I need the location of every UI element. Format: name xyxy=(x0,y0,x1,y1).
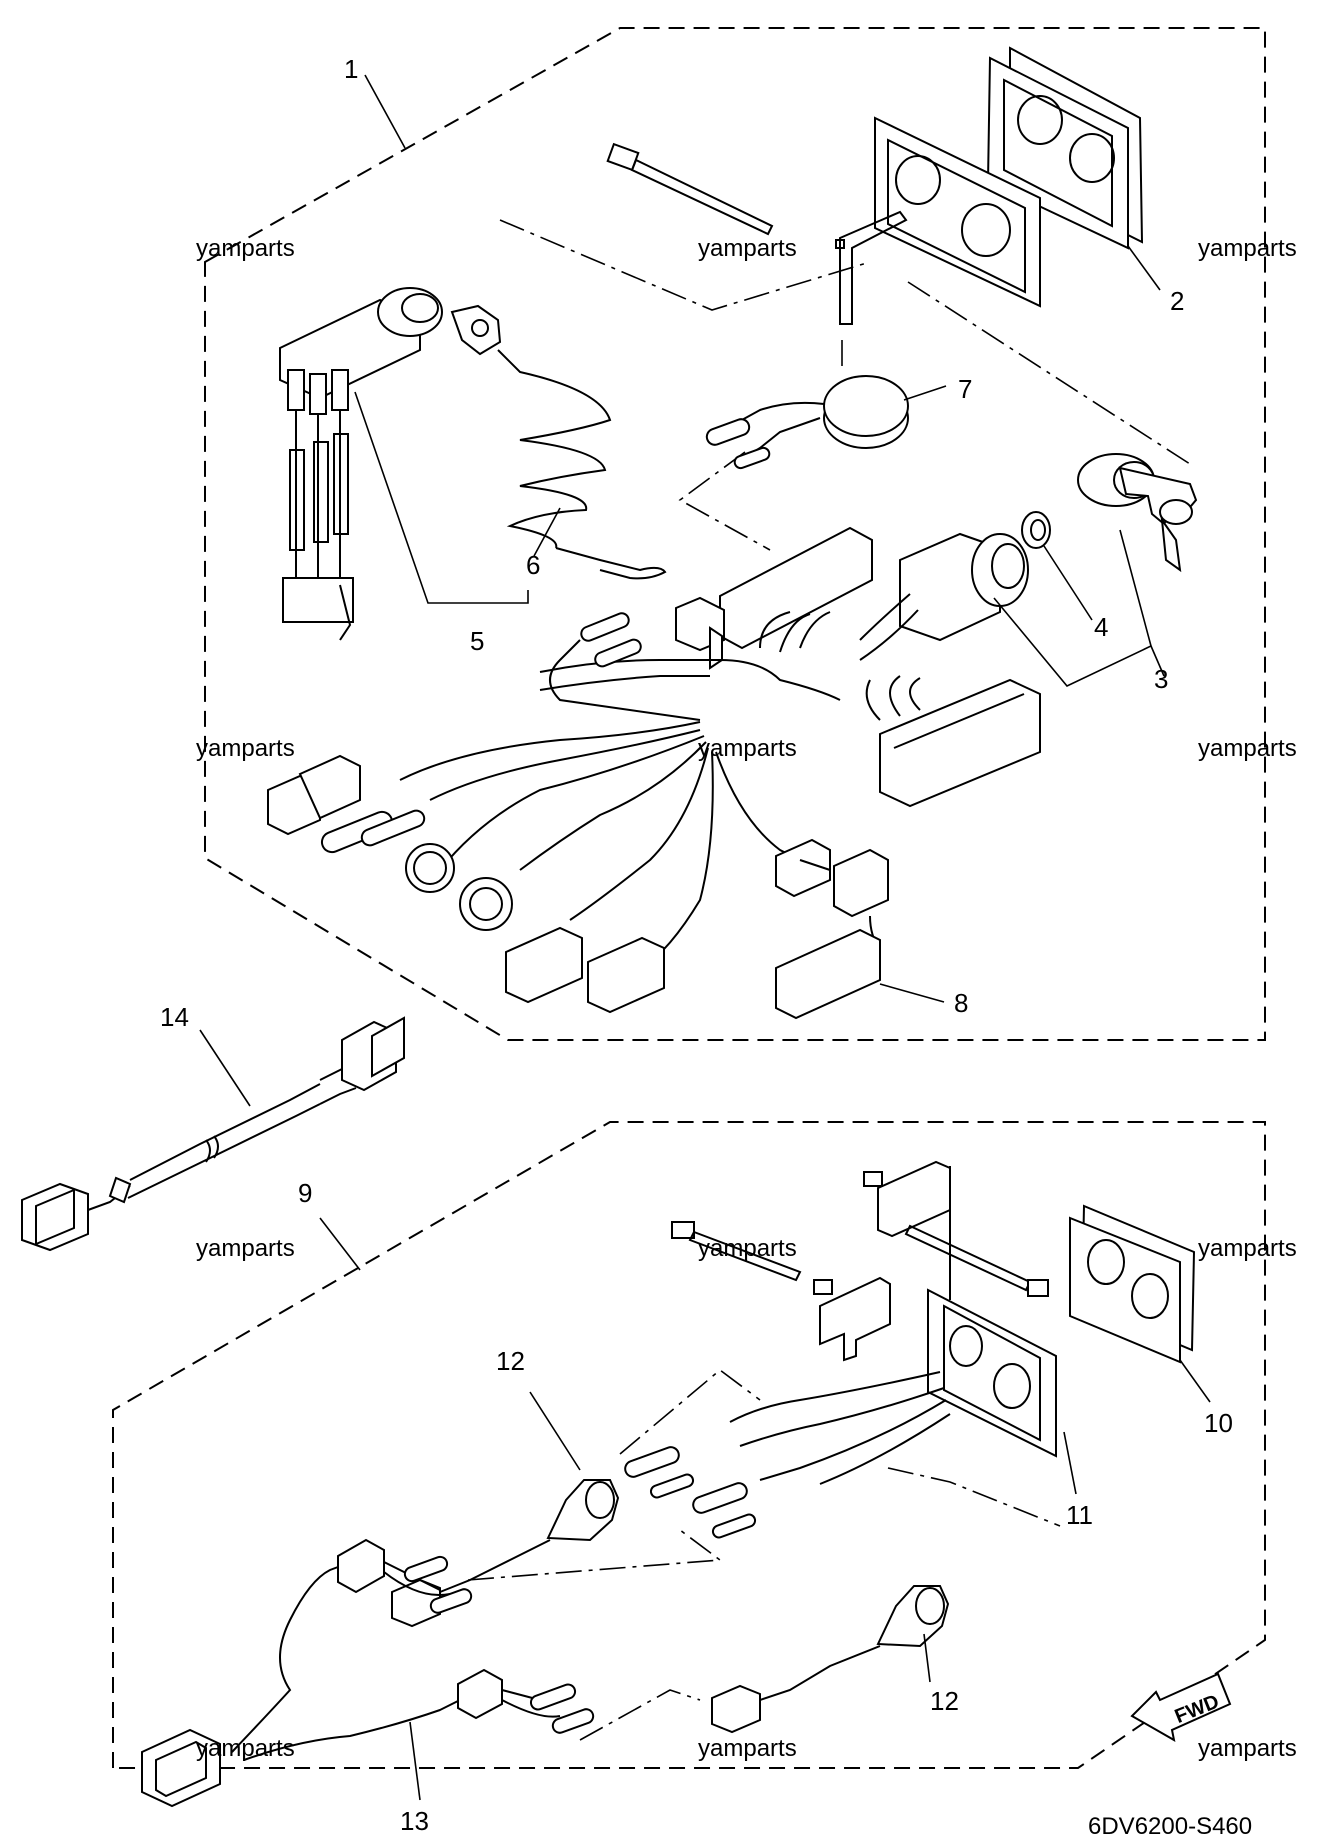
part-4-nut xyxy=(1021,511,1051,549)
callout-line-8 xyxy=(879,983,945,1003)
cable-ties-lower xyxy=(671,1221,1049,1297)
watermark-11: yamparts xyxy=(698,1735,797,1762)
callout-3: 3 xyxy=(1154,664,1168,694)
part-6-lanyard xyxy=(450,304,667,580)
upper-wire-harness xyxy=(267,526,1041,1020)
part-11-panel xyxy=(927,1288,1057,1458)
watermark-6: yamparts xyxy=(1198,735,1297,762)
callout-5: 5 xyxy=(470,626,484,656)
part-10-gasket xyxy=(1069,1204,1196,1364)
callout-line-3b xyxy=(1150,645,1165,677)
part-7-buzzer xyxy=(705,375,909,470)
callout-line-12a xyxy=(529,1391,581,1471)
guide-line-lower-4 xyxy=(887,1467,1061,1527)
callout-line-10 xyxy=(1179,1359,1211,1403)
guide-line-upper-2 xyxy=(907,281,1191,465)
watermark-4: yamparts xyxy=(196,735,295,762)
callout-9: 9 xyxy=(298,1178,312,1208)
callout-line-7 xyxy=(903,385,947,401)
part-2-panel-gasket xyxy=(986,46,1144,250)
callout-line-14 xyxy=(199,1029,251,1107)
callout-14: 14 xyxy=(160,1002,189,1032)
callout-line-3 xyxy=(993,529,1152,687)
watermark-12: yamparts xyxy=(1198,1735,1297,1762)
part-3-main-switch xyxy=(899,453,1198,642)
callout-line-6 xyxy=(533,507,561,557)
guide-line-upper-4 xyxy=(678,451,771,551)
group-1-dashed-boundary xyxy=(204,27,1266,1041)
watermark-5: yamparts xyxy=(698,735,797,762)
cable-tie-upper xyxy=(606,142,774,236)
watermark-7: yamparts xyxy=(196,1235,295,1262)
guide-line-upper-1 xyxy=(499,219,871,311)
callout-10: 10 xyxy=(1204,1408,1233,1438)
callout-line-11 xyxy=(1063,1431,1077,1495)
callout-11: 11 xyxy=(1066,1500,1093,1530)
callout-4: 4 xyxy=(1094,612,1108,642)
guide-line-lower-1 xyxy=(619,1368,761,1455)
callout-line-2 xyxy=(1127,245,1161,291)
guide-line-lower-3 xyxy=(579,1689,701,1741)
callout-6: 6 xyxy=(526,550,540,580)
callout-line-9 xyxy=(319,1217,361,1271)
fwd-arrow-icon: FWD xyxy=(1130,1672,1232,1742)
part-5-stop-switch xyxy=(279,287,443,641)
watermark-3: yamparts xyxy=(1198,235,1297,262)
watermark-1: yamparts xyxy=(196,235,295,262)
callout-line-12b xyxy=(923,1633,931,1683)
watermark-10: yamparts xyxy=(196,1735,295,1762)
part-14-extension-harness xyxy=(21,1016,405,1252)
callout-13: 13 xyxy=(400,1806,429,1836)
callout-line-5 xyxy=(354,391,529,604)
lower-wire-harness xyxy=(141,1371,951,1808)
group-9-dashed-boundary xyxy=(112,1121,1266,1769)
callout-12b: 12 xyxy=(930,1686,959,1716)
watermark-8: yamparts xyxy=(698,1235,797,1262)
diagram-code: 6DV6200-S460 xyxy=(1088,1813,1252,1840)
callout-8: 8 xyxy=(954,988,968,1018)
watermark-9: yamparts xyxy=(1198,1235,1297,1262)
callout-7: 7 xyxy=(958,374,972,404)
callout-12a: 12 xyxy=(496,1346,525,1376)
callout-1: 1 xyxy=(344,54,358,84)
callout-2: 2 xyxy=(1170,286,1184,316)
callout-line-13 xyxy=(409,1721,421,1801)
callout-line-1 xyxy=(364,74,406,149)
brackets-lower xyxy=(813,1160,951,1362)
guide-line-lower-2 xyxy=(467,1529,723,1581)
callout-line-4 xyxy=(1043,545,1093,621)
watermark-2: yamparts xyxy=(698,235,797,262)
mounting-plate xyxy=(835,116,1041,325)
